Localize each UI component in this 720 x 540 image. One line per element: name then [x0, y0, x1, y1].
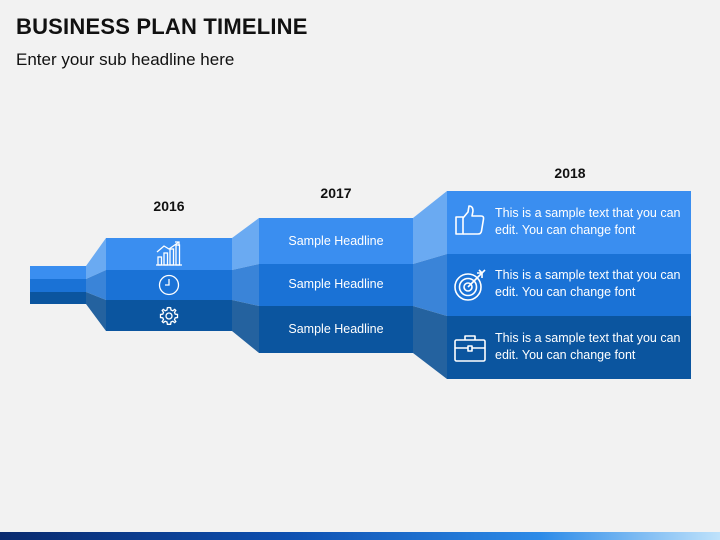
block-2018-row-1 — [447, 191, 691, 254]
year-2016: 2016 — [153, 198, 185, 214]
connector-b-row-3 — [232, 300, 259, 353]
block-2017-row-1 — [259, 218, 413, 264]
block-2016-row-3 — [106, 300, 232, 331]
block-2017-row-3 — [259, 306, 413, 353]
target-icon — [454, 269, 486, 301]
connector-a-row-3 — [86, 292, 106, 331]
page-title: BUSINESS PLAN TIMELINE — [16, 14, 308, 39]
bottom-gradient-bar — [0, 532, 720, 540]
block-2018-row-2 — [447, 254, 691, 316]
headline-2017-3: Sample Headline — [288, 322, 384, 336]
stem-row-2 — [30, 279, 86, 292]
connector-c-row-3 — [413, 306, 447, 379]
stem-row-1 — [30, 266, 86, 279]
text-2018-2: This is a sample text that you can edit.… — [495, 268, 681, 299]
gear-icon — [159, 306, 179, 325]
headline-2017-2: Sample Headline — [288, 277, 384, 291]
connector-a-row-2 — [86, 270, 106, 300]
page-subtitle: Enter your sub headline here — [16, 50, 235, 69]
clock-icon — [158, 274, 180, 296]
headline-2017-1: Sample Headline — [288, 234, 384, 248]
year-2017: 2017 — [320, 185, 352, 201]
connector-c-row-2 — [413, 254, 447, 316]
block-2017-row-2 — [259, 264, 413, 306]
briefcase-icon — [454, 335, 486, 362]
growth-chart-icon — [156, 241, 182, 266]
text-2018-1: This is a sample text that you can edit.… — [495, 206, 681, 237]
connector-a-row-1 — [86, 238, 106, 279]
stem-row-3 — [30, 292, 86, 304]
connector-c-row-1 — [413, 191, 447, 264]
block-2018-row-3 — [447, 316, 691, 379]
connector-b-row-1 — [232, 218, 259, 270]
year-2018: 2018 — [554, 165, 586, 181]
connector-b-row-2 — [232, 264, 259, 306]
text-2018-3: This is a sample text that you can edit.… — [495, 331, 681, 362]
thumbs-up-icon — [455, 205, 485, 235]
